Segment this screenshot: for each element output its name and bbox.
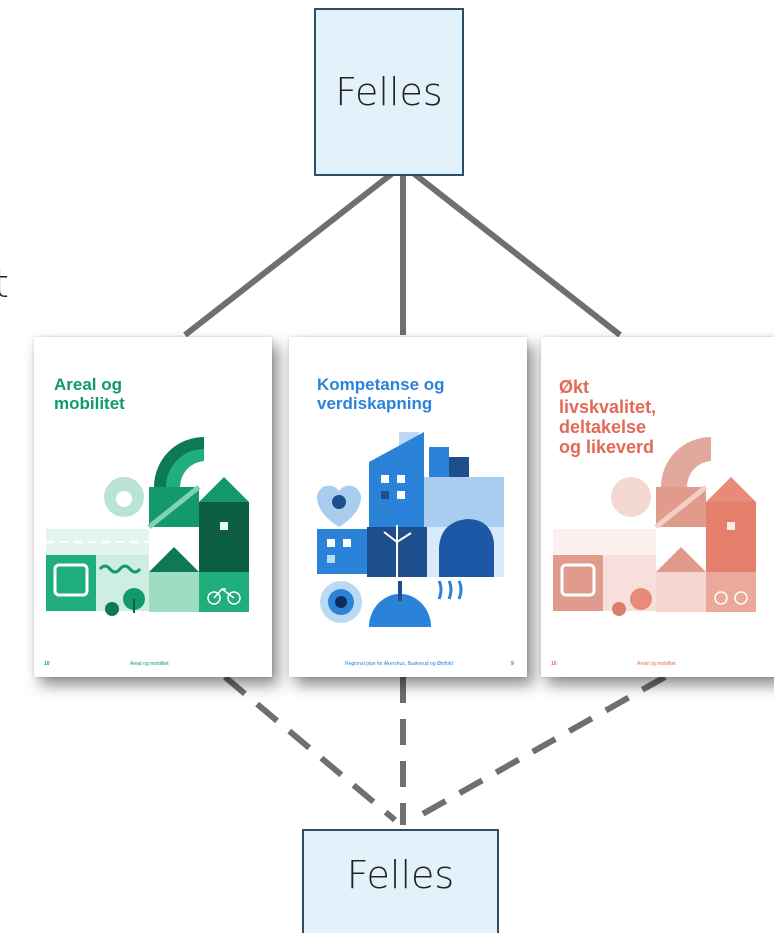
document-areal-og-mobilitet: Areal og mobilitet 10 Areal og mobilitet	[34, 337, 272, 677]
kompetanse-illustration	[317, 432, 504, 627]
document-title: Areal og mobilitet	[54, 375, 125, 413]
solid-connector-left	[183, 162, 405, 338]
areal-illustration	[46, 437, 249, 616]
dashed-connector-right	[410, 674, 667, 823]
top-node-label: Felles	[335, 70, 443, 114]
cut-off-text: t	[0, 262, 9, 306]
document-kompetanse-og-verdiskapning: Kompetanse og verdiskapning Regional pla…	[289, 337, 527, 677]
document-okt-livskvalitet: Økt livskvalitet, deltakelse og likeverd…	[541, 337, 774, 677]
dashed-connector-left	[223, 674, 397, 823]
page-footer: Regional plan for Akershus, Buskerud og …	[345, 661, 453, 667]
page-number: 9	[511, 661, 514, 667]
solid-connector-right	[401, 162, 622, 338]
livskvalitet-illustration	[553, 437, 756, 616]
document-title: Økt livskvalitet, deltakelse og likeverd	[559, 377, 657, 457]
page-number: 10	[44, 661, 50, 667]
top-node-box: Felles	[314, 8, 464, 176]
bottom-node-label: Felles	[346, 853, 455, 897]
page-footer: Areal og mobilitet	[130, 661, 169, 667]
bottom-node-box: Felles	[302, 829, 499, 933]
page-footer: Areal og mobilitet	[637, 661, 676, 667]
document-title: Kompetanse og verdiskapning	[317, 375, 445, 413]
page-number: 10	[551, 661, 557, 667]
